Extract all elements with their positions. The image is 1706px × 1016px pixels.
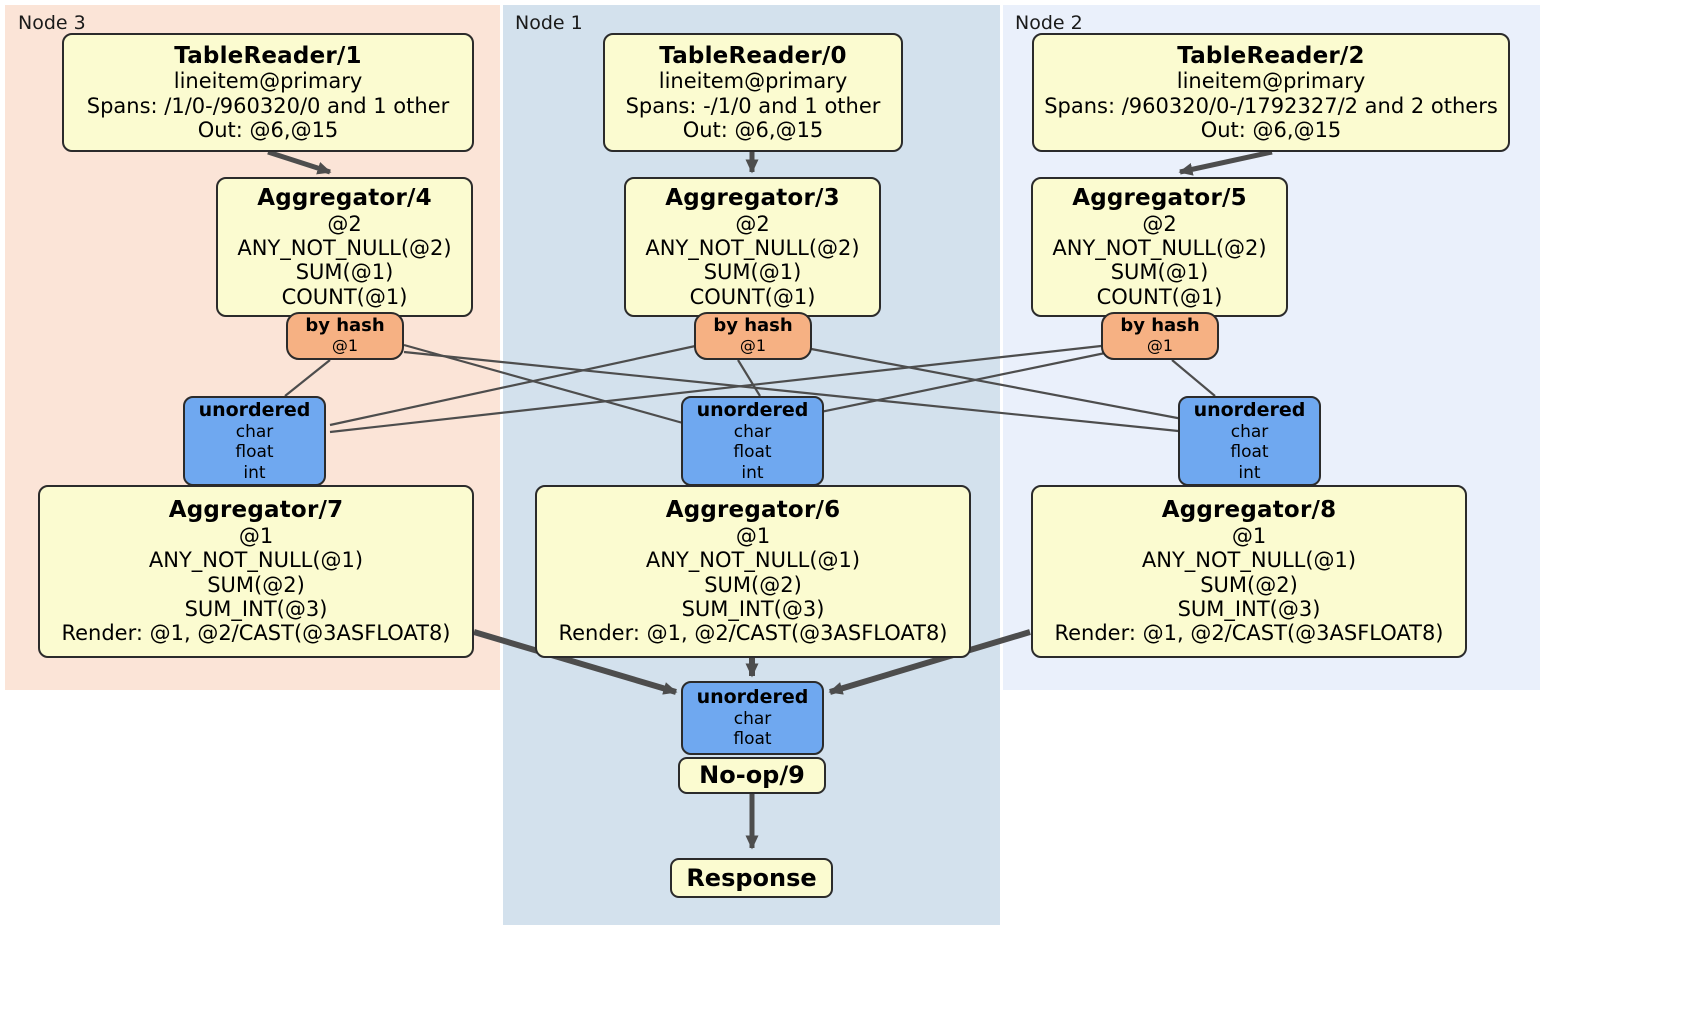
table-reader-1-title: TableReader/1 [174, 42, 362, 69]
aggregator-3-agg3: COUNT(@1) [689, 284, 816, 309]
receiver-unordered-node1-type-1: float [733, 442, 772, 463]
aggregator-7-group: @1 [238, 523, 274, 548]
node-label-node1: Node 1 [515, 12, 583, 34]
no-op-9-title: No-op/9 [699, 761, 805, 790]
aggregator-7-agg3: SUM_INT(@3) [184, 597, 328, 622]
table-reader-0-table: lineitem@primary [658, 69, 848, 94]
aggregator-6[interactable]: Aggregator/6 @1 ANY_NOT_NULL(@1) SUM(@2)… [535, 485, 971, 658]
aggregator-5[interactable]: Aggregator/5 @2 ANY_NOT_NULL(@2) SUM(@1)… [1031, 177, 1288, 317]
receiver-unordered-node1[interactable]: unordered char float int [681, 396, 824, 486]
aggregator-3-agg1: ANY_NOT_NULL(@2) [645, 235, 860, 260]
response-node[interactable]: Response [670, 858, 833, 898]
hash-router-node3-title: by hash [305, 315, 385, 337]
aggregator-7-title: Aggregator/7 [168, 497, 344, 524]
receiver-unordered-node3[interactable]: unordered char float int [183, 396, 326, 486]
receiver-unordered-node3-title: unordered [198, 399, 311, 422]
hash-router-node2-column: @1 [1146, 336, 1174, 356]
table-reader-1-out: Out: @6,@15 [197, 118, 339, 143]
aggregator-4-agg2: SUM(@1) [295, 260, 394, 285]
response-title: Response [686, 863, 817, 892]
hash-router-node3-column: @1 [331, 336, 359, 356]
aggregator-7[interactable]: Aggregator/7 @1 ANY_NOT_NULL(@1) SUM(@2)… [38, 485, 474, 658]
receiver-unordered-node1-title: unordered [696, 399, 809, 422]
aggregator-6-agg2: SUM(@2) [704, 572, 802, 597]
table-reader-0[interactable]: TableReader/0 lineitem@primary Spans: -/… [603, 33, 903, 152]
aggregator-8-title: Aggregator/8 [1161, 497, 1337, 524]
aggregator-6-agg1: ANY_NOT_NULL(@1) [645, 548, 861, 573]
receiver-unordered-node3-type-1: float [235, 442, 274, 463]
aggregator-4-title: Aggregator/4 [257, 184, 432, 211]
table-reader-2[interactable]: TableReader/2 lineitem@primary Spans: /9… [1032, 33, 1510, 152]
table-reader-1[interactable]: TableReader/1 lineitem@primary Spans: /1… [62, 33, 474, 152]
aggregator-8-render: Render: @1, @2/CAST(@3ASFLOAT8) [1054, 621, 1444, 646]
receiver-unordered-node3-type-0: char [235, 421, 274, 442]
aggregator-4-agg3: COUNT(@1) [281, 284, 408, 309]
aggregator-6-agg3: SUM_INT(@3) [681, 597, 825, 622]
aggregator-6-render: Render: @1, @2/CAST(@3ASFLOAT8) [558, 621, 948, 646]
aggregator-6-title: Aggregator/6 [665, 497, 841, 524]
aggregator-4[interactable]: Aggregator/4 @2 ANY_NOT_NULL(@2) SUM(@1)… [216, 177, 473, 317]
table-reader-1-table: lineitem@primary [173, 69, 363, 94]
aggregator-8-agg2: SUM(@2) [1200, 572, 1298, 597]
node-label-node2: Node 2 [1015, 12, 1083, 34]
aggregator-5-title: Aggregator/5 [1072, 184, 1247, 211]
hash-router-node1-column: @1 [739, 336, 767, 356]
table-reader-2-table: lineitem@primary [1176, 69, 1366, 94]
aggregator-8[interactable]: Aggregator/8 @1 ANY_NOT_NULL(@1) SUM(@2)… [1031, 485, 1467, 658]
aggregator-8-group: @1 [1231, 523, 1267, 548]
receiver-unordered-node2-type-1: float [1230, 442, 1269, 463]
hash-router-node3[interactable]: by hash @1 [286, 312, 404, 360]
table-reader-0-out: Out: @6,@15 [682, 118, 824, 143]
table-reader-1-spans: Spans: /1/0-/960320/0 and 1 other [86, 93, 450, 118]
aggregator-7-agg1: ANY_NOT_NULL(@1) [148, 548, 364, 573]
receiver-unordered-node2[interactable]: unordered char float int [1178, 396, 1321, 486]
table-reader-0-title: TableReader/0 [659, 42, 847, 69]
aggregator-5-agg2: SUM(@1) [1110, 260, 1209, 285]
aggregator-5-agg3: COUNT(@1) [1096, 284, 1223, 309]
receiver-unordered-node2-type-2: int [1238, 462, 1261, 483]
no-op-9[interactable]: No-op/9 [678, 757, 826, 794]
receiver-unordered-node2-type-0: char [1230, 421, 1269, 442]
hash-router-node1-title: by hash [713, 315, 793, 337]
aggregator-4-agg1: ANY_NOT_NULL(@2) [237, 235, 452, 260]
final-receiver-type-0: char [733, 709, 772, 729]
table-reader-0-spans: Spans: -/1/0 and 1 other [625, 93, 881, 118]
receiver-unordered-node1-type-2: int [741, 462, 764, 483]
receiver-unordered-node1-type-0: char [733, 421, 772, 442]
receiver-unordered-node3-type-2: int [243, 462, 266, 483]
aggregator-8-agg3: SUM_INT(@3) [1177, 597, 1321, 622]
hash-router-node2[interactable]: by hash @1 [1101, 312, 1219, 360]
aggregator-8-agg1: ANY_NOT_NULL(@1) [1141, 548, 1357, 573]
table-reader-2-spans: Spans: /960320/0-/1792327/2 and 2 others [1044, 93, 1498, 118]
aggregator-3-group: @2 [735, 211, 770, 236]
aggregator-3-agg2: SUM(@1) [703, 260, 802, 285]
hash-router-node2-title: by hash [1120, 315, 1200, 337]
aggregator-7-render: Render: @1, @2/CAST(@3ASFLOAT8) [61, 621, 451, 646]
receiver-unordered-node2-title: unordered [1193, 399, 1306, 422]
aggregator-3-title: Aggregator/3 [665, 184, 840, 211]
final-receiver-unordered[interactable]: unordered char float [681, 681, 824, 755]
aggregator-5-agg1: ANY_NOT_NULL(@2) [1052, 235, 1267, 260]
aggregator-6-group: @1 [735, 523, 771, 548]
final-receiver-type-1: float [733, 729, 772, 750]
aggregator-7-agg2: SUM(@2) [207, 572, 305, 597]
final-receiver-title: unordered [696, 686, 809, 709]
table-reader-2-out: Out: @6,@15 [1200, 118, 1342, 143]
aggregator-4-group: @2 [327, 211, 362, 236]
node-label-node3: Node 3 [18, 12, 86, 34]
aggregator-3[interactable]: Aggregator/3 @2 ANY_NOT_NULL(@2) SUM(@1)… [624, 177, 881, 317]
aggregator-5-group: @2 [1142, 211, 1177, 236]
hash-router-node1[interactable]: by hash @1 [694, 312, 812, 360]
table-reader-2-title: TableReader/2 [1177, 42, 1365, 69]
